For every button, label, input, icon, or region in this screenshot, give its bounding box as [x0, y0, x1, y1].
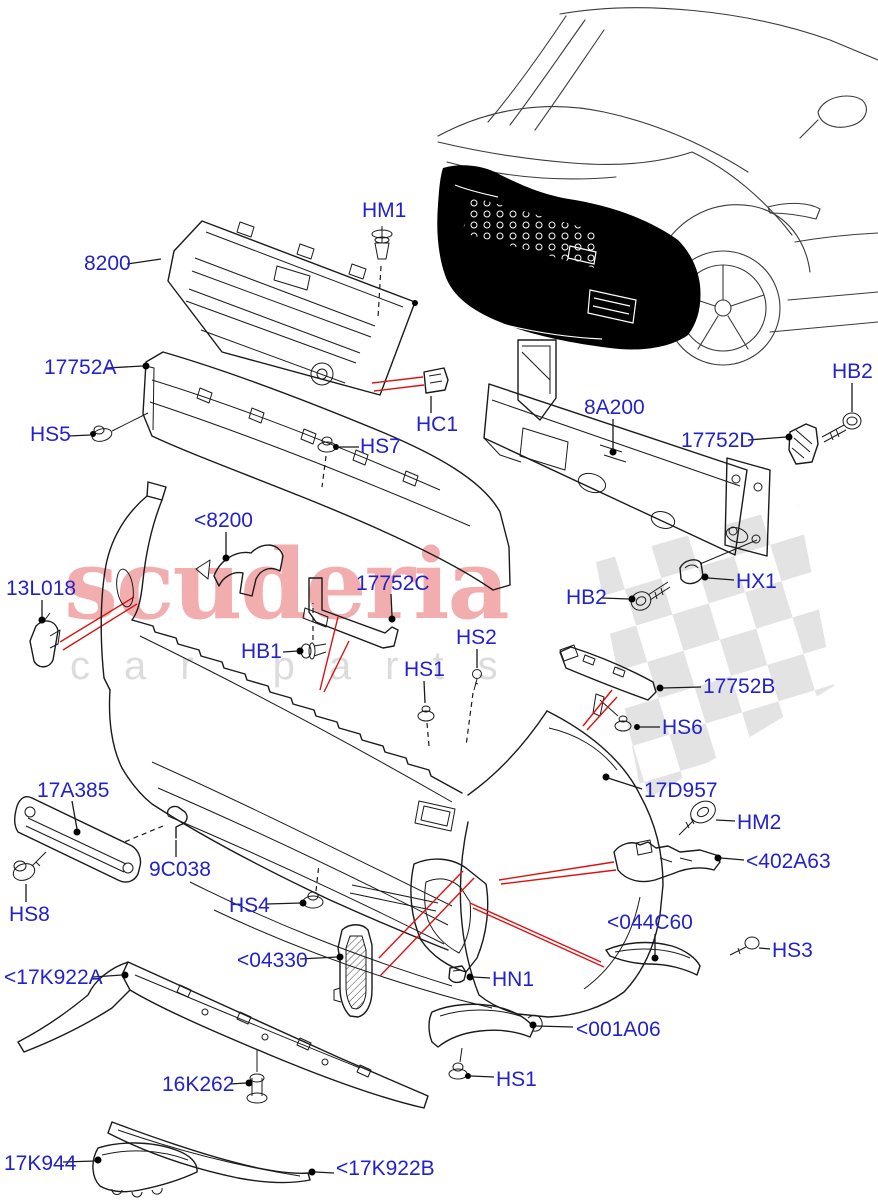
pin-16K262-drawing — [245, 1050, 268, 1104]
clip-9C038-drawing — [121, 805, 188, 844]
hs7-screw-drawing — [317, 436, 339, 488]
hb2-mid-bolt-drawing — [628, 581, 671, 611]
hs1-bottom-bolt-drawing — [448, 1047, 471, 1080]
bracket-17752C-drawing — [302, 577, 399, 693]
label-hb2-mid[interactable]: HB2 — [566, 586, 607, 609]
hm1-clip-drawing — [371, 226, 393, 319]
label-hs3[interactable]: HS3 — [772, 939, 813, 962]
absorber-17752A-drawing — [142, 351, 511, 591]
label-deflector-8200[interactable]: <8200 — [194, 509, 253, 532]
trim-044C60-drawing — [469, 902, 701, 976]
bracket-402A63-drawing — [498, 839, 722, 885]
hs8-screw-drawing — [12, 851, 47, 881]
label-hc1[interactable]: HC1 — [416, 413, 459, 436]
label-grille-8200[interactable]: 8200 — [84, 252, 131, 275]
label-skid-plate-17K922A[interactable]: <17K922A — [4, 966, 103, 989]
label-hs6[interactable]: HS6 — [662, 716, 703, 739]
label-hs5[interactable]: HS5 — [30, 423, 71, 446]
label-trim-044C60[interactable]: <044C60 — [607, 911, 693, 934]
label-bracket-402A63[interactable]: <402A63 — [746, 850, 831, 873]
label-hs1-mid[interactable]: HS1 — [404, 658, 445, 681]
label-hs1-bottom[interactable]: HS1 — [496, 1068, 537, 1091]
bumper-corner-17D957-drawing — [459, 710, 664, 1018]
label-skid-plate-17K922B[interactable]: <17K922B — [336, 1157, 435, 1180]
label-bracket-17752B[interactable]: 17752B — [703, 675, 776, 698]
reinforcement-8A200-drawing — [483, 339, 771, 557]
hs1-mid-bolt-drawing — [417, 705, 435, 747]
hm2-pin-drawing — [678, 800, 716, 836]
vehicle-illustration — [437, 7, 878, 366]
deflector-8200-drawing — [195, 544, 284, 597]
label-panel-17K944[interactable]: 17K944 — [4, 1152, 77, 1175]
label-hm1[interactable]: HM1 — [362, 199, 407, 222]
hs3-screw-drawing — [729, 936, 760, 956]
label-insert-04330[interactable]: <04330 — [237, 949, 308, 972]
hs4-bolt-drawing — [299, 863, 324, 909]
label-bracket-17752C[interactable]: 17752C — [356, 572, 430, 595]
label-absorber-17752A[interactable]: 17752A — [44, 356, 117, 379]
label-pin-16K262[interactable]: 16K262 — [162, 1073, 235, 1096]
bracket-17752B-drawing — [559, 644, 664, 731]
leader-lines — [25, 258, 853, 1174]
hb1-bolt-drawing — [296, 603, 327, 660]
label-clip-9C038[interactable]: 9C038 — [149, 858, 211, 881]
hs5-screw-drawing — [90, 412, 149, 442]
watermark: scuderia car parts — [64, 504, 834, 802]
hs2-screw-drawing — [465, 669, 482, 747]
hx1-clip-drawing — [679, 539, 758, 585]
hn1-clip-drawing — [448, 965, 474, 984]
label-hs2[interactable]: HS2 — [456, 626, 497, 649]
skid-plate-17K922B-drawing — [107, 1121, 316, 1184]
insert-04330-drawing — [333, 870, 475, 1018]
label-bumper-corner-17D957[interactable]: 17D957 — [644, 779, 718, 802]
label-hb1[interactable]: HB1 — [241, 640, 282, 663]
hc1-clip-drawing — [371, 367, 449, 394]
label-bracket-17752D[interactable]: 17752D — [681, 429, 755, 452]
label-hn1[interactable]: HN1 — [492, 968, 535, 991]
label-hm2[interactable]: HM2 — [737, 811, 782, 834]
plate-bracket-17A385-drawing — [13, 796, 142, 883]
label-hs7[interactable]: HS7 — [360, 435, 401, 458]
label-hs4[interactable]: HS4 — [229, 894, 270, 917]
watermark-word: scuderia — [64, 528, 508, 641]
label-reinforcement-8A200[interactable]: 8A200 — [584, 396, 645, 419]
label-hb2-top[interactable]: HB2 — [832, 360, 873, 383]
bracket-17752D-drawing — [785, 423, 819, 465]
grille-8200-drawing — [167, 220, 418, 396]
label-hs8[interactable]: HS8 — [9, 903, 50, 926]
label-deflector-001A06[interactable]: <001A06 — [576, 1018, 661, 1041]
label-plate-bracket-17A385[interactable]: 17A385 — [37, 779, 110, 802]
panel-17K944-drawing — [92, 1142, 198, 1198]
washer-cover-13L018-drawing — [29, 596, 138, 668]
label-washer-cover-13L018[interactable]: 13L018 — [6, 577, 77, 600]
deflector-001A06-drawing — [428, 1003, 543, 1048]
checkered-flag-graphic — [596, 504, 834, 802]
label-hx1[interactable]: HX1 — [736, 570, 777, 593]
skid-plate-17K922A-drawing — [17, 961, 429, 1109]
hb2-top-bolt-drawing — [821, 412, 862, 443]
